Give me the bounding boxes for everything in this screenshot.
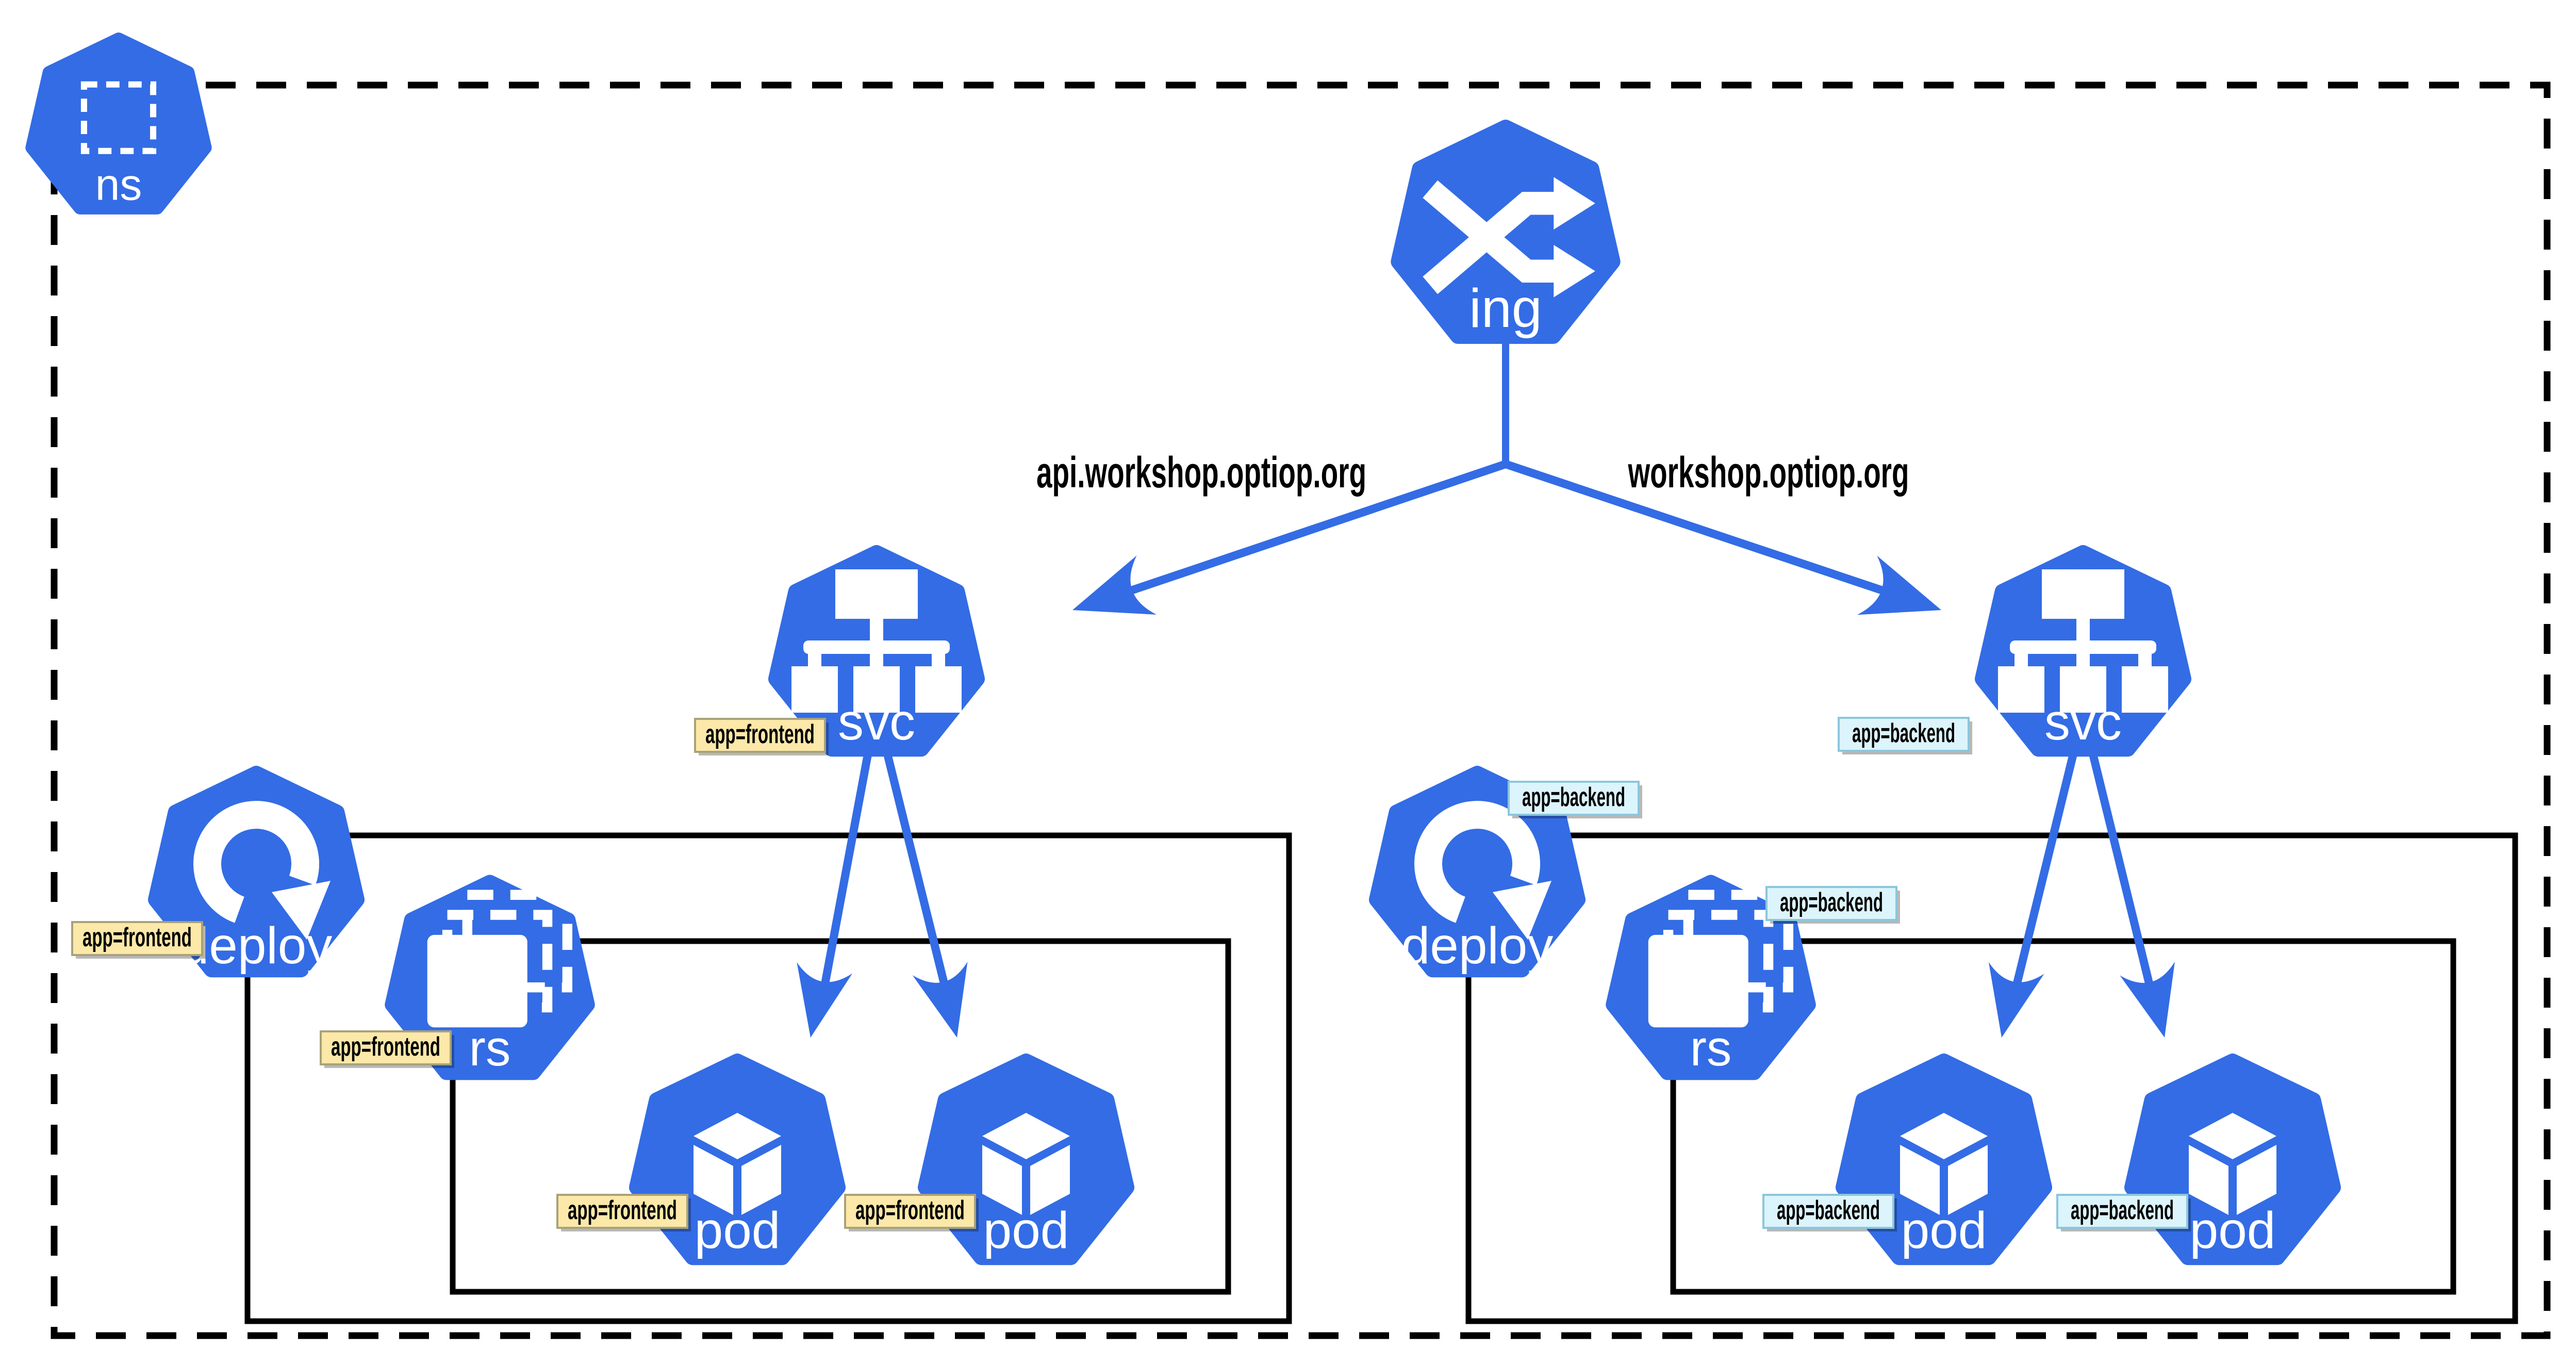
- backend-pod-2-icon: [2189, 1113, 2276, 1215]
- backend-pod-1-node: pod: [1843, 1061, 2044, 1259]
- backend-svc-pod2-arrowhead: [2120, 961, 2192, 1045]
- backend-pod-1-selector-text: app=backend: [1777, 1195, 1880, 1225]
- frontend-deployment-node: deploy: [156, 774, 357, 975]
- ingress-icon: [1423, 177, 1595, 298]
- backend-service-icon: [1998, 569, 2168, 713]
- backend-replicaset-node: rs: [1613, 882, 1808, 1076]
- namespace-node: ns: [32, 39, 205, 209]
- backend-service-node: svc: [1983, 553, 2184, 751]
- frontend-deployment-selector-text: app=frontend: [82, 923, 192, 952]
- route-arrowhead-api: [1062, 555, 1157, 640]
- backend-deployment-boundary: [1465, 832, 2518, 1324]
- frontend-service-icon: [791, 569, 962, 713]
- backend-service-selector-badge: app=backend: [1838, 717, 1972, 754]
- frontend-service-node: svc: [776, 553, 977, 751]
- frontend-replicaset-node: rs: [392, 882, 587, 1076]
- backend-svc-pod2-line: [2088, 751, 2157, 999]
- backend-pod-2-node: pod: [2132, 1061, 2333, 1259]
- backend-pod-2-label: pod: [2190, 1202, 2276, 1259]
- frontend-replicaset-selector-text: app=frontend: [331, 1032, 440, 1062]
- frontend-pod-2-label: pod: [983, 1202, 1069, 1259]
- frontend-pod-1-selector-badge: app=frontend: [556, 1194, 691, 1231]
- frontend-svc-pod2-arrowhead: [912, 961, 985, 1045]
- frontend-svc-pod2-line: [883, 751, 952, 999]
- frontend-replicaset-node-label: rs: [469, 1020, 511, 1076]
- backend-deployment-node: deploy: [1377, 774, 1578, 975]
- route-line-web: [1504, 460, 1889, 596]
- host-label-api: api.workshop.optiop.org: [1036, 448, 1366, 497]
- frontend-service-node-label: svc: [838, 693, 915, 751]
- ingress-node-label: ing: [1469, 278, 1542, 339]
- backend-pod-1-label: pod: [1901, 1202, 1987, 1259]
- backend-svc-pod1-arrowhead: [1974, 962, 2044, 1044]
- frontend-deployment-node-label: deploy: [180, 917, 333, 975]
- backend-pod-1-icon: [1900, 1113, 1988, 1215]
- frontend-service-selector-badge: app=frontend: [694, 718, 829, 755]
- namespace-node-label: ns: [95, 160, 142, 209]
- frontend-pod-2-selector-text: app=frontend: [855, 1195, 965, 1225]
- frontend-svc-pod1-arrowhead: [783, 962, 853, 1043]
- route-line-api: [1125, 460, 1507, 596]
- backend-replicaset-selector-badge: app=backend: [1765, 886, 1900, 924]
- backend-deployment-selector-badge: app=backend: [1508, 781, 1642, 818]
- backend-replicaset-node-label: rs: [1690, 1020, 1732, 1076]
- frontend-pod-1-icon: [693, 1113, 781, 1215]
- backend-deployment-selector-text: app=backend: [1522, 782, 1625, 812]
- ingress-node: ing: [1399, 128, 1612, 339]
- backend-svc-pod1-line: [2009, 751, 2078, 999]
- backend-replicaset-boundary: [1670, 938, 2456, 1295]
- host-label-web: workshop.optiop.org: [1628, 448, 1909, 497]
- backend-replicaset-selector-text: app=backend: [1780, 887, 1883, 917]
- frontend-deployment-icon: [193, 801, 331, 940]
- backend-pod-2-selector-text: app=backend: [2071, 1195, 2174, 1225]
- backend-service-node-label: svc: [2044, 693, 2122, 751]
- backend-deployment-icon: [1414, 801, 1551, 940]
- backend-pod-1-selector-badge: app=backend: [1762, 1194, 1897, 1231]
- backend-deployment-node-label: deploy: [1401, 917, 1554, 975]
- backend-replicaset-icon: [1648, 890, 1794, 1028]
- frontend-replicaset-icon: [427, 890, 573, 1028]
- frontend-replicaset-boundary: [450, 938, 1231, 1295]
- frontend-replicaset-selector-badge: app=frontend: [320, 1030, 454, 1068]
- frontend-pod-1-node: pod: [637, 1061, 838, 1259]
- route-arrowhead-web: [1857, 555, 1952, 640]
- frontend-service-selector-text: app=frontend: [705, 719, 815, 749]
- frontend-pod-2-icon: [982, 1113, 1070, 1215]
- frontend-pod-1-label: pod: [695, 1202, 781, 1259]
- frontend-deployment-selector-badge: app=frontend: [71, 921, 206, 959]
- frontend-deployment-boundary: [244, 832, 1292, 1324]
- frontend-pod-1-selector-text: app=frontend: [568, 1195, 677, 1225]
- frontend-svc-pod1-line: [818, 751, 872, 999]
- backend-pod-2-selector-badge: app=backend: [2056, 1194, 2191, 1231]
- namespace-icon: [80, 81, 157, 154]
- frontend-pod-2-node: pod: [926, 1061, 1127, 1259]
- backend-service-selector-text: app=backend: [1852, 718, 1955, 748]
- frontend-pod-2-selector-badge: app=frontend: [844, 1194, 979, 1231]
